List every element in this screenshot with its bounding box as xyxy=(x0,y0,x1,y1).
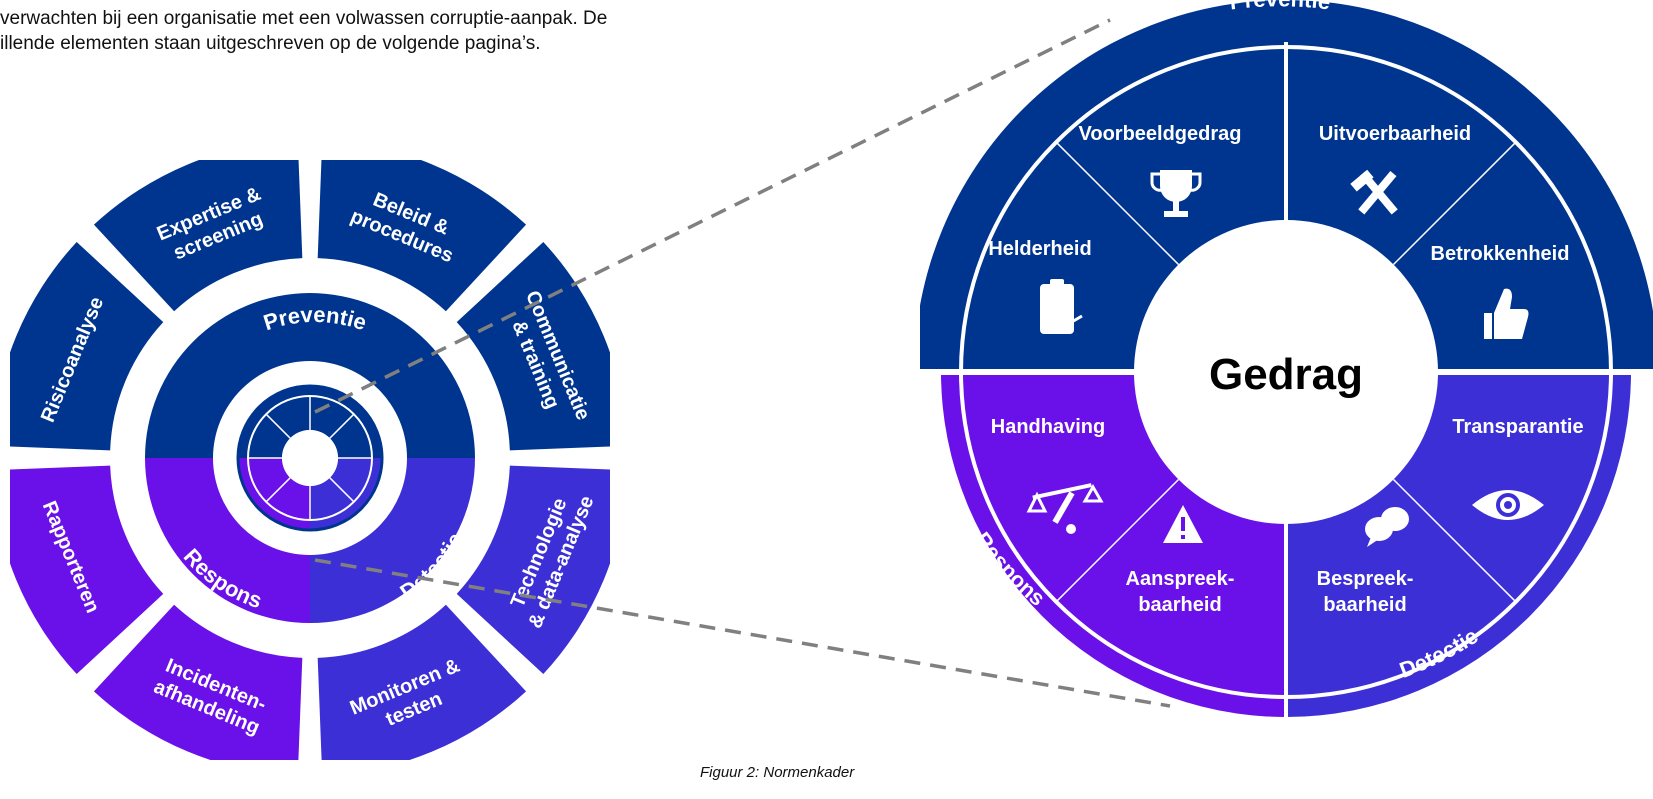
figure-caption: Figuur 2: Normenkader xyxy=(700,764,855,781)
left-inner-ring xyxy=(145,293,475,623)
left-segment-incidenten xyxy=(93,604,303,760)
eye-icon xyxy=(1472,490,1544,520)
left-segment-communicatie xyxy=(456,241,610,451)
left-segment-rapporteren xyxy=(10,465,164,675)
center-label: Gedrag xyxy=(1209,350,1363,399)
intro-text: verwachten bij een organisatie met een v… xyxy=(0,6,760,56)
right-segment-label-bespreekbaarheid: Bespreek- xyxy=(1317,568,1414,590)
mini-gedrag-wheel xyxy=(236,384,384,532)
right-segment-label2-bespreekbaarheid: baarheid xyxy=(1323,594,1406,616)
intro-line-2: illende elementen staan uitgeschreven op… xyxy=(0,33,541,54)
right-segment-label-transparantie: Transparantie xyxy=(1452,416,1583,438)
left-segment-risicoanalyse xyxy=(10,241,164,451)
scales-icon xyxy=(1026,483,1104,534)
right-segment-label-betrokkenheid: Betrokkenheid xyxy=(1431,243,1570,265)
left-inner-detectie xyxy=(310,458,475,623)
intro-line-1: verwachten bij een organisatie met een v… xyxy=(0,8,608,29)
left-segment-expertise xyxy=(93,160,303,312)
warning-icon xyxy=(1163,505,1203,543)
right-label-preventie: Preventie xyxy=(1228,0,1331,14)
left-inner-respons xyxy=(145,458,310,623)
left-segment-monitoren xyxy=(317,604,527,760)
left-inner-preventie xyxy=(145,293,475,458)
left-segment-technologie xyxy=(456,465,610,675)
trophy-icon xyxy=(1150,170,1202,217)
connector-line-top xyxy=(314,18,1111,414)
clipboard-icon xyxy=(1040,279,1083,334)
right-segment-label-handhaving: Handhaving xyxy=(991,416,1105,438)
right-segment-label-helderheid: Helderheid xyxy=(988,238,1091,260)
right-segment-label-uitvoerbaarheid: Uitvoerbaarheid xyxy=(1319,123,1471,145)
connector-line-bottom xyxy=(314,558,1171,708)
left-segment-beleid xyxy=(317,160,527,312)
left-outer-ring xyxy=(10,160,610,760)
thumbs-up-icon xyxy=(1484,288,1529,339)
chat-icon xyxy=(1365,507,1409,547)
tools-icon xyxy=(1350,169,1398,215)
right-segment-label-aanspreekbaarheid: Aanspreek- xyxy=(1126,568,1235,590)
right-segment-label-voorbeeldgedrag: Voorbeeldgedrag xyxy=(1079,123,1242,145)
right-segment-label2-aanspreekbaarheid: baarheid xyxy=(1138,594,1221,616)
center-circle xyxy=(1134,220,1438,524)
